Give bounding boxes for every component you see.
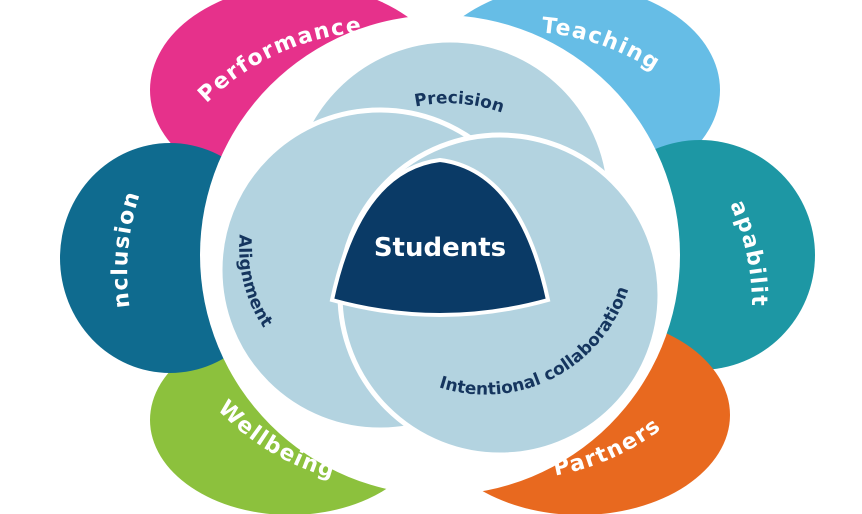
center-shape — [329, 157, 551, 317]
center-label: Students — [374, 233, 506, 263]
